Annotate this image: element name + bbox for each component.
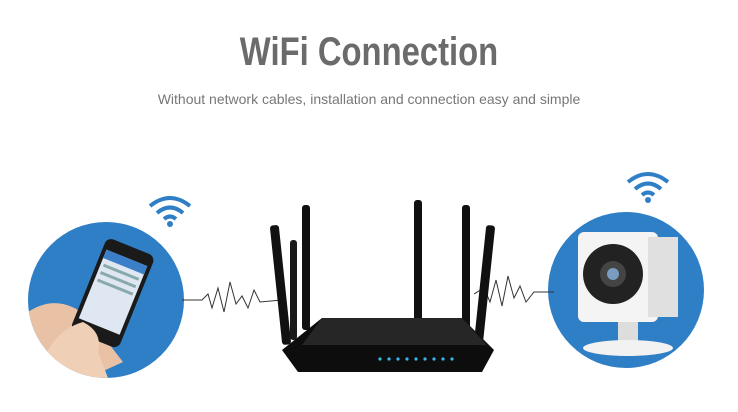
wifi-icon: [626, 172, 670, 203]
ip-camera-image: [548, 212, 704, 368]
signal-wave-left: [182, 281, 282, 313]
page-subtitle: Without network cables, installation and…: [157, 91, 581, 107]
phone-in-hand-illustration: [28, 239, 154, 378]
signal-wave-right: [474, 275, 554, 307]
smartphone-image: [28, 222, 184, 378]
wifi-router-image: [270, 200, 495, 372]
wifi-icon: [148, 196, 192, 227]
page-title: WiFi Connection: [239, 30, 499, 74]
camera-illustration: [578, 232, 678, 356]
